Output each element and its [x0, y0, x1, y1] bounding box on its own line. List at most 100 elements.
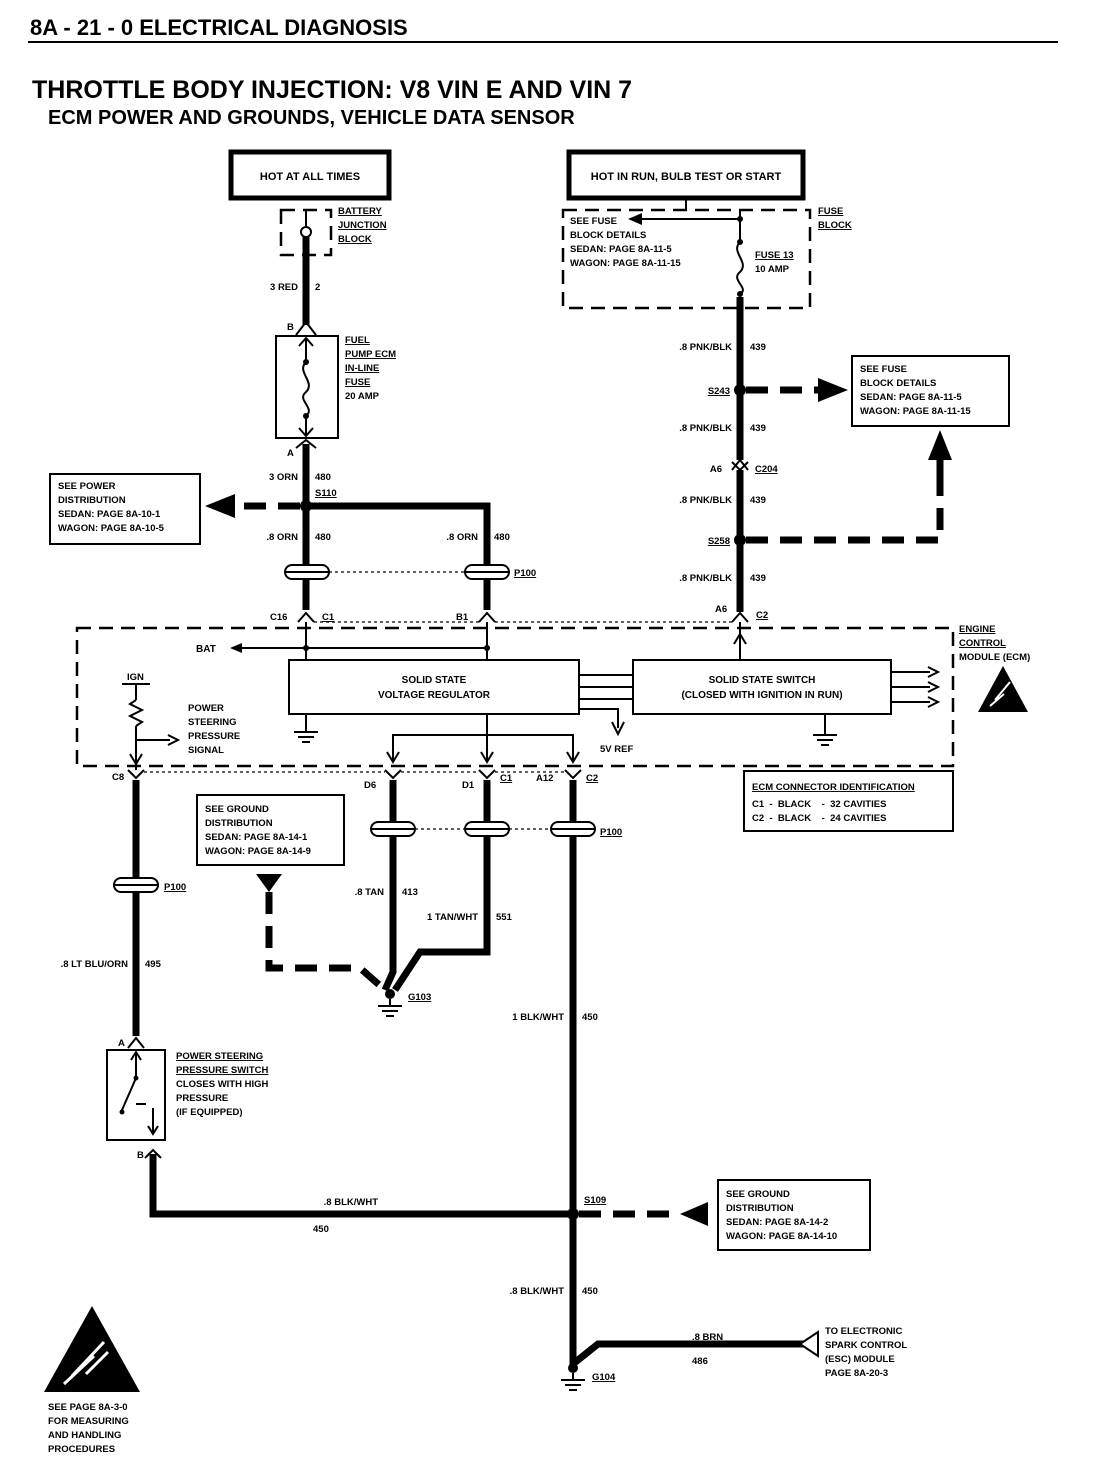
splice-s109-label: S109: [584, 1195, 606, 1206]
hot-at-all-times-label: HOT AT ALL TIMES: [260, 171, 360, 183]
ground-ref-right-box: [717, 1179, 871, 1251]
arrow-right-icon: [167, 734, 181, 746]
fuse-13-amp: 10 AMP: [755, 264, 790, 275]
wire-tan-wht-circuit: 551: [496, 912, 513, 923]
wire-brn: [570, 1340, 808, 1367]
wire-pnk-2-circuit: 439: [750, 423, 766, 434]
wire-blk-wht-2-circuit: 450: [313, 1224, 329, 1235]
wire-blk-wht-2-label: .8 BLK/WHT: [324, 1197, 379, 1208]
ground-ref-right-3: SEDAN: PAGE 8A-14-2: [726, 1217, 828, 1228]
conn-c2-top: C2: [756, 610, 768, 621]
arrow-right-icon: [927, 696, 941, 708]
pin-d6: D6: [364, 780, 376, 791]
conn-c1-bottom: C1: [500, 773, 513, 784]
wire-3-orn-circuit: 480: [315, 472, 331, 483]
ign-label: IGN: [127, 672, 144, 683]
p100-label-left: P100: [164, 882, 186, 893]
page-header: 8A - 21 - 0 ELECTRICAL DIAGNOSIS: [30, 15, 408, 40]
fuse-ref-right-1: SEE FUSE: [860, 364, 907, 375]
pin-a12: A12: [536, 773, 553, 784]
arrow-left-icon: [680, 1202, 708, 1226]
wire-pnk-3-circuit: 439: [750, 495, 766, 506]
ground-g104-label: G104: [592, 1372, 616, 1383]
wire-blk-wht-1-label: 1 BLK/WHT: [512, 1012, 564, 1023]
fuse-ref-right-4: WAGON: PAGE 8A-11-15: [860, 406, 971, 417]
pin-c8: C8: [112, 772, 124, 783]
junction-terminal-icon: [300, 226, 312, 238]
switch-contact-icon: [121, 1077, 137, 1111]
arrow-right-icon: [927, 681, 941, 693]
ground-ref-right-2: DISTRIBUTION: [726, 1203, 794, 1214]
esc-label-2: SPARK CONTROL: [825, 1340, 907, 1351]
pin-a6: A6: [715, 604, 727, 615]
arrow-right-icon: [818, 378, 848, 402]
fuse-block-label-1: FUSE: [818, 206, 843, 217]
wire-tan-circuit: 413: [402, 887, 418, 898]
wire-8-orn-b-label: .8 ORN: [446, 532, 478, 543]
regulator-label-2: VOLTAGE REGULATOR: [378, 690, 491, 701]
wire-tan-label: .8 TAN: [355, 887, 385, 898]
conn-c1-top: C1: [322, 612, 335, 623]
esd-note-4: PROCEDURES: [48, 1444, 115, 1455]
arrow-down-icon: [256, 874, 282, 892]
bat-label: BAT: [196, 644, 216, 655]
ecm-label-2: CONTROL: [959, 638, 1006, 649]
connector-id-c1: C1 - BLACK - 32 CAVITIES: [752, 799, 886, 810]
wire-brn-label: .8 BRN: [692, 1332, 723, 1343]
wire-brn-circuit: 486: [692, 1356, 708, 1367]
ps-signal-4: SIGNAL: [188, 745, 224, 756]
fuse-ref-right-3: SEDAN: PAGE 8A-11-5: [860, 392, 962, 403]
ecm-label-1: ENGINE: [959, 624, 995, 635]
ps-switch-label-5: (IF EQUIPPED): [176, 1107, 243, 1118]
splice-s110-label: S110: [315, 488, 337, 499]
p100-label-top: P100: [514, 568, 536, 579]
inline-fuse-label-1: FUEL: [345, 335, 370, 346]
fuse-13-label: FUSE 13: [755, 250, 794, 261]
fuse-ref-3: SEDAN: PAGE 8A-11-5: [570, 244, 672, 255]
solid-state-switch: [632, 659, 892, 715]
battery-junction-label-3: BLOCK: [338, 234, 372, 245]
ecm-label-3: MODULE (ECM): [959, 652, 1030, 663]
p100-label-bottom: P100: [600, 827, 622, 838]
ecm-module: [75, 626, 955, 768]
connector-id-box: [743, 770, 954, 832]
power-dist-ref-3: SEDAN: PAGE 8A-10-1: [58, 509, 161, 520]
wire-lt-blu-orn-label: .8 LT BLU/ORN: [61, 959, 129, 970]
ground-ref-right-4: WAGON: PAGE 8A-14-10: [726, 1231, 837, 1242]
arrow-right-icon: [927, 666, 941, 678]
pin-b1: B1: [456, 612, 469, 623]
wire-tan: [381, 836, 397, 992]
esd-warning-icon: [44, 1306, 140, 1392]
esc-label-4: PAGE 8A-20-3: [825, 1368, 888, 1379]
wire-3-orn-label: 3 ORN: [269, 472, 298, 483]
inline-fuse-label-4: FUSE: [345, 377, 370, 388]
fuse-ref-4: WAGON: PAGE 8A-11-15: [570, 258, 681, 269]
inline-fuse-label-2: PUMP ECM: [345, 349, 396, 360]
fuse-ref-2: BLOCK DETAILS: [570, 230, 646, 241]
pin-a6-c204: A6: [710, 464, 722, 475]
hot-in-run-box: [566, 149, 806, 201]
power-dist-ref-4: WAGON: PAGE 8A-10-5: [58, 523, 165, 534]
arrow-left-icon: [230, 643, 242, 653]
power-dist-ref-1: SEE POWER: [58, 481, 116, 492]
connector-b-icon: [295, 320, 317, 336]
ground-g103-label: G103: [408, 992, 431, 1003]
wire-pnk-4-circuit: 439: [750, 573, 766, 584]
wire-3-red-label: 3 RED: [270, 282, 298, 293]
ground-ref-left-2: DISTRIBUTION: [205, 818, 273, 829]
power-dist-ref-2: DISTRIBUTION: [58, 495, 126, 506]
inline-fuse-label-3: IN-LINE: [345, 363, 379, 374]
fuse-ref-1: SEE FUSE: [570, 216, 617, 227]
wire-pnk-4-label: .8 PNK/BLK: [679, 573, 732, 584]
esd-note-1: SEE PAGE 8A-3-0: [48, 1402, 128, 1413]
wire-blk-wht-3-circuit: 450: [582, 1286, 598, 1297]
esd-note-2: FOR MEASURING: [48, 1416, 129, 1427]
wire-tan-wht: [392, 836, 491, 992]
wire-lt-blu-orn-circuit: 495: [145, 959, 162, 970]
c204-connector-icon: [731, 458, 749, 471]
wire-8-orn-a-circuit: 480: [315, 532, 331, 543]
resistor-icon: [127, 699, 145, 727]
esc-label-1: TO ELECTRONIC: [825, 1326, 903, 1337]
wire-blk-wht-3-label: .8 BLK/WHT: [510, 1286, 565, 1297]
arrow-down-icon: [611, 721, 625, 737]
